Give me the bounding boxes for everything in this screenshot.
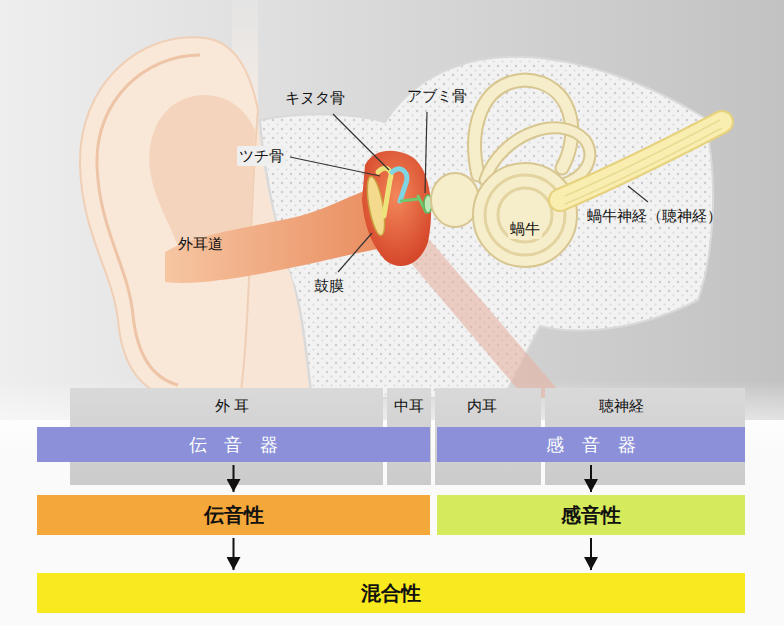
section-header: 中耳	[392, 396, 426, 416]
vestibule	[431, 173, 479, 227]
section-header: 外 耳	[213, 396, 252, 416]
part-label: 蝸牛	[508, 219, 542, 239]
band: 伝 音 器	[37, 427, 430, 462]
leader-lines	[290, 112, 648, 272]
nerve-fiber	[565, 128, 722, 204]
cochlea-turn	[498, 188, 552, 242]
leader-line	[333, 114, 389, 170]
auricle	[80, 37, 258, 398]
flow-arrow	[590, 465, 592, 492]
part-label: 鼓膜	[312, 276, 346, 296]
part-label: 蝸牛神経（聴神経）	[585, 206, 724, 226]
stapes	[401, 196, 426, 212]
leader-line	[290, 157, 380, 176]
flow-arrow	[233, 538, 235, 570]
band-text: 伝音性	[204, 503, 264, 527]
part-label: アブミ骨	[405, 86, 469, 106]
part-label: キヌタ骨	[283, 88, 347, 108]
flow-arrow	[590, 538, 592, 570]
incus	[392, 169, 407, 201]
band: 混合性	[37, 573, 745, 613]
part-label: 外耳道	[176, 234, 225, 254]
band: 感音性	[437, 495, 745, 535]
flow-arrow	[233, 465, 235, 492]
band-text: 伝 音 器	[189, 434, 278, 456]
middle-ear-cavity	[362, 151, 431, 266]
band-text: 混合性	[361, 581, 421, 605]
cochlea-turn	[485, 175, 565, 255]
band-text: 感 音 器	[546, 434, 635, 456]
leader-line	[628, 186, 648, 202]
leader-line	[338, 233, 372, 272]
band-text: 感音性	[561, 503, 621, 527]
nerve-fiber	[565, 120, 720, 196]
part-label: ツチ骨	[237, 146, 286, 166]
cochlea	[473, 163, 577, 267]
band: 感 音 器	[437, 427, 745, 462]
band: 伝音性	[37, 495, 430, 535]
section-header: 内耳	[465, 396, 499, 416]
section-header: 聴神経	[597, 396, 646, 416]
leader-line	[425, 112, 427, 193]
ear-canal	[165, 184, 392, 283]
background	[0, 0, 784, 420]
